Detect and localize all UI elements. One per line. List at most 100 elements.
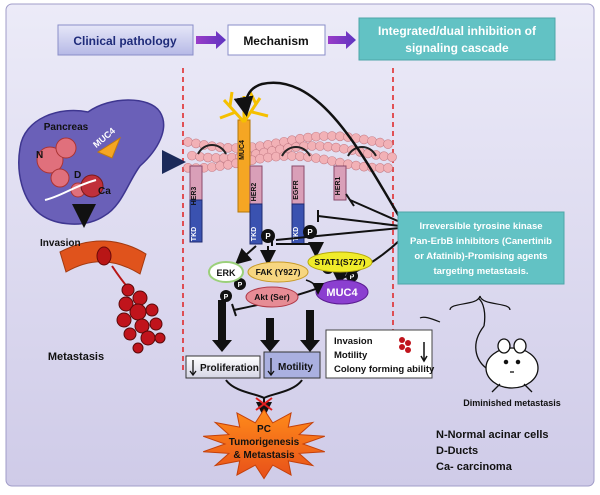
membrane-bead bbox=[295, 151, 305, 162]
header-arrow-1 bbox=[196, 31, 226, 49]
her3-label: HER3 bbox=[191, 187, 198, 206]
outcome-brace bbox=[449, 295, 511, 311]
arrow-to-proliferation bbox=[212, 300, 232, 352]
effects-box: Invasion Motility Colony forming ability bbox=[325, 329, 435, 379]
her2-tkd-label: TKD bbox=[251, 227, 258, 241]
membrane-bead bbox=[215, 161, 225, 171]
burst-line3: & Metastasis bbox=[233, 450, 295, 461]
her1-label: HER1 bbox=[335, 177, 342, 196]
membrane-bead bbox=[327, 156, 337, 166]
burst-shape bbox=[203, 408, 325, 480]
merge-funnel bbox=[225, 379, 303, 414]
her3-tkd-label: TKD bbox=[191, 227, 198, 241]
akt-node bbox=[245, 286, 299, 308]
membrane-bead bbox=[339, 143, 349, 154]
pancreas-ca-label: Ca bbox=[98, 186, 111, 197]
membrane-arc bbox=[347, 146, 377, 157]
inhibitor-line2: Pan-ErbB inhibitors (Canertinib bbox=[410, 236, 552, 247]
burst-line1: PC bbox=[257, 424, 271, 435]
p-badge-erk bbox=[234, 278, 246, 290]
header-inhibition-line1: Integrated/dual inhibition of bbox=[378, 24, 537, 38]
acinar-cluster-3 bbox=[50, 168, 70, 188]
membrane-bead bbox=[379, 151, 389, 161]
inhibitor-line3: or Afatinib)-Promising agents bbox=[414, 251, 547, 262]
header-arrow-2 bbox=[328, 31, 356, 49]
feedback-arrow bbox=[233, 81, 402, 219]
p-badge-erk-2 bbox=[220, 290, 232, 302]
membrane-arc bbox=[197, 144, 227, 155]
inhibitor-box: Irreversible tyrosine kinase Pan-ErbB in… bbox=[397, 211, 565, 285]
pancreas-shape bbox=[18, 99, 165, 225]
her2-label: HER2 bbox=[251, 183, 258, 202]
membrane-bead bbox=[327, 131, 337, 141]
pancreas-organ: Pancreas MUC4 N D Ca bbox=[18, 99, 165, 225]
membrane-bead bbox=[367, 136, 377, 146]
stat-label: STAT1(S727) bbox=[314, 257, 365, 267]
her2-to-stat-arrow bbox=[276, 242, 324, 258]
effects-invasion: Invasion bbox=[334, 336, 373, 347]
membrane-bead bbox=[375, 163, 385, 173]
membrane-arc bbox=[281, 146, 311, 157]
invasion-label: Invasion bbox=[40, 238, 81, 249]
effects-box-bg bbox=[325, 329, 433, 379]
svg-text:P: P bbox=[238, 282, 243, 289]
svg-text:P: P bbox=[265, 232, 271, 241]
membrane-bead bbox=[183, 137, 193, 147]
her3-tkd bbox=[189, 199, 203, 243]
svg-text:P: P bbox=[224, 294, 229, 301]
membrane-bead bbox=[383, 163, 393, 173]
header-box-mechanism bbox=[227, 24, 326, 56]
effects-cell-3 bbox=[399, 344, 405, 350]
header-box-inhibition bbox=[358, 17, 556, 61]
membrane-bead bbox=[335, 131, 345, 142]
muc4-membrane-protein bbox=[237, 119, 251, 213]
header-box-clinical bbox=[57, 24, 194, 56]
membrane-bead bbox=[223, 160, 233, 170]
membrane-bead bbox=[307, 141, 317, 151]
fak-node bbox=[247, 261, 309, 283]
signaling-nodes: ERK FAK (Y927) Akt (Ser) STAT1(S727) MUC… bbox=[208, 251, 373, 308]
arrow-to-motility-2 bbox=[300, 310, 320, 352]
mouse-label: Diminished metastasis bbox=[463, 398, 561, 408]
membrane-bead bbox=[263, 152, 273, 163]
effects-motility: Motility bbox=[334, 350, 368, 361]
proliferation-label: Proliferation bbox=[200, 363, 259, 374]
effects-cell-4 bbox=[405, 347, 411, 353]
membrane-bead bbox=[315, 141, 325, 151]
metastasis-cluster bbox=[116, 283, 166, 354]
membrane-bead bbox=[387, 152, 397, 162]
inhibitor-box-bg bbox=[397, 211, 565, 285]
membrane-bead bbox=[211, 153, 221, 163]
membrane-bead bbox=[311, 153, 321, 163]
header-mechanism-label: Mechanism bbox=[243, 34, 308, 48]
membrane-bead bbox=[195, 151, 205, 162]
membrane-bead bbox=[319, 154, 329, 165]
legend: N-Normal acinar cells D-Ducts Ca- carcin… bbox=[436, 429, 549, 473]
motility-box bbox=[263, 351, 321, 379]
erk-label: ERK bbox=[216, 268, 236, 278]
burst-line2: Tumorigenesis bbox=[229, 437, 300, 448]
svg-text:P: P bbox=[307, 228, 313, 237]
header-flow: Clinical pathology Mechanism Integrated/… bbox=[57, 17, 556, 61]
egfr-tkd-label: TKD bbox=[293, 227, 300, 241]
effects-cell-1 bbox=[399, 337, 405, 343]
stat-node bbox=[307, 251, 373, 273]
legend-ca: Ca- carcinoma bbox=[436, 461, 513, 473]
membrane-bead bbox=[311, 131, 321, 142]
pancreas-d-label: D bbox=[74, 170, 81, 181]
acinar-cluster-2 bbox=[55, 137, 77, 159]
membrane-bead bbox=[331, 142, 341, 153]
muc4-node-label: MUC4 bbox=[326, 287, 358, 299]
effects-colony: Colony forming ability bbox=[334, 364, 435, 375]
tumor-burst: PC Tumorigenesis & Metastasis bbox=[203, 408, 325, 480]
mouse-icon bbox=[475, 297, 539, 393]
motility-label: Motility bbox=[278, 362, 313, 373]
proliferation-box bbox=[185, 355, 261, 379]
outcome-boxes: Proliferation Motility bbox=[185, 351, 321, 379]
header-inhibition-line2: signaling cascade bbox=[405, 41, 509, 55]
header-clinical-label: Clinical pathology bbox=[73, 34, 177, 48]
membrane-bead bbox=[303, 132, 313, 143]
egfr-label: EGFR bbox=[293, 180, 300, 199]
